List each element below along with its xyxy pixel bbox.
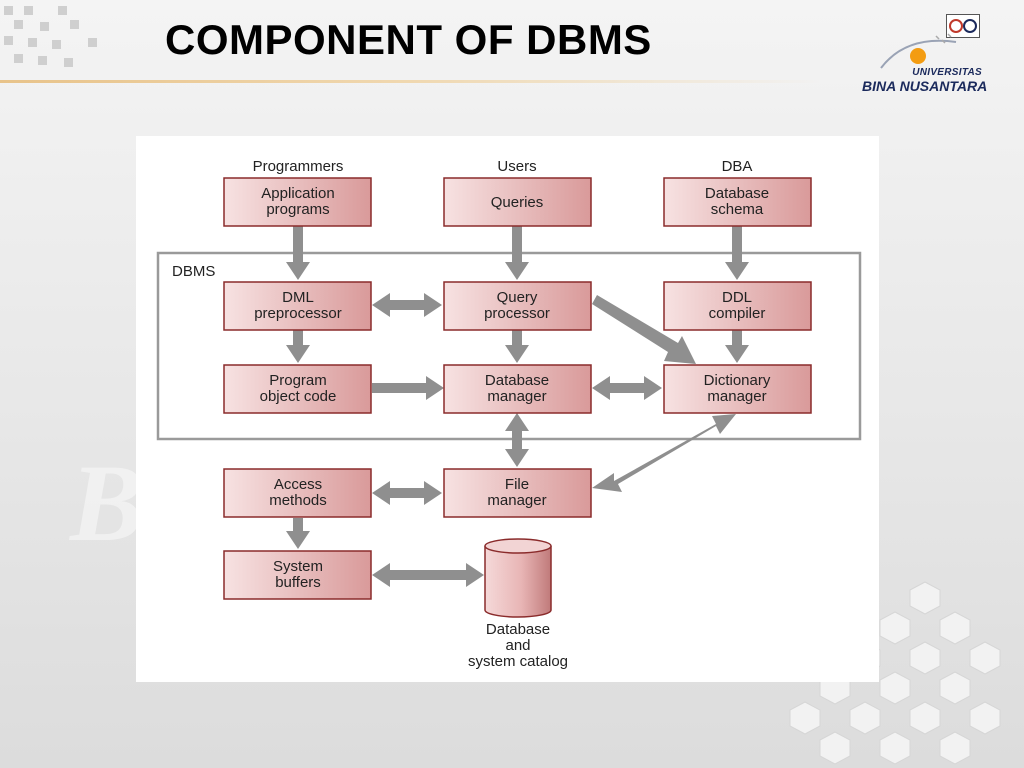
- arrow-am-fm: [372, 481, 442, 505]
- label-dictionary-manager-2: manager: [707, 388, 766, 405]
- database-cylinder-icon: [484, 538, 552, 618]
- actor-programmers: Programmers: [253, 158, 344, 175]
- box-program-object-code: [223, 364, 372, 414]
- arrow-qp-to-dict: [592, 295, 696, 364]
- label-dictionary-manager-1: Dictionary: [704, 372, 771, 389]
- label-application-programs-2: programs: [266, 201, 329, 218]
- label-storage-3: system catalog: [468, 653, 568, 670]
- box-dictionary-manager: [663, 364, 812, 414]
- actor-dba: DBA: [722, 158, 753, 175]
- label-dml-preprocessor-2: preprocessor: [254, 305, 342, 322]
- box-system-buffers: [223, 550, 372, 600]
- logo-swoosh-icon: [880, 33, 957, 69]
- label-system-buffers-2: buffers: [275, 574, 321, 591]
- label-queries: Queries: [491, 194, 544, 211]
- box-access-methods: [223, 468, 372, 518]
- label-file-manager-1: File: [505, 476, 529, 493]
- label-database-manager-2: manager: [487, 388, 546, 405]
- label-dml-preprocessor-1: DML: [282, 289, 314, 306]
- logo-text-name: BINA NUSANTARA: [862, 78, 988, 94]
- arrow-am-to-sb: [286, 518, 310, 549]
- slide-title: COMPONENT OF DBMS: [165, 16, 652, 63]
- box-database-manager: [443, 364, 592, 414]
- label-database-schema-2: schema: [711, 201, 764, 218]
- arrow-poc-to-dbm: [372, 376, 444, 400]
- label-system-buffers-1: System: [273, 558, 323, 575]
- certification-badge-icon: [946, 14, 980, 38]
- label-storage-2: and: [505, 637, 530, 654]
- arrow-app-to-dml: [286, 226, 310, 280]
- dbms-boundary: [156, 251, 862, 441]
- arrow-dbm-dict: [592, 376, 662, 400]
- logo-text-universitas: UNIVERSITAS: [912, 67, 982, 78]
- label-query-processor-2: processor: [484, 305, 550, 322]
- arrow-schema-to-ddl: [725, 226, 749, 280]
- label-file-manager-2: manager: [487, 492, 546, 509]
- arrow-dict-fm: [592, 414, 736, 492]
- arrow-qp-to-dbm: [505, 330, 529, 363]
- arrow-sb-db: [372, 563, 484, 587]
- box-dml-preprocessor: [223, 281, 372, 331]
- arrow-ddl-to-dict: [725, 330, 749, 363]
- diagram-canvas: DBMS Programmers Users DBA: [156, 158, 862, 670]
- box-query-processor: [443, 281, 592, 331]
- label-program-object-code-1: Program: [269, 372, 327, 389]
- dbms-component-diagram: DBMS Programmers Users DBA: [136, 136, 879, 682]
- label-program-object-code-2: object code: [260, 388, 337, 405]
- label-application-programs-1: Application: [261, 185, 334, 202]
- arrows: [286, 226, 749, 587]
- university-logo: UNIVERSITAS BINA NUSANTARA: [860, 12, 1010, 94]
- box-ddl-compiler: [663, 281, 812, 331]
- arrow-queries-to-qp: [505, 226, 529, 280]
- title-underline: [0, 80, 1024, 83]
- label-access-methods-2: methods: [269, 492, 327, 509]
- label-query-processor-1: Query: [497, 289, 538, 306]
- box-application-programs: [223, 177, 372, 227]
- box-file-manager: [443, 468, 592, 518]
- dbms-label: DBMS: [172, 263, 215, 280]
- actor-users: Users: [497, 158, 536, 175]
- label-database-schema-1: Database: [705, 185, 769, 202]
- label-ddl-compiler-1: DDL: [722, 289, 752, 306]
- arrow-dml-to-poc: [286, 330, 310, 363]
- arrow-dbm-fm: [505, 413, 529, 467]
- label-database-manager-1: Database: [485, 372, 549, 389]
- label-access-methods-1: Access: [274, 476, 322, 493]
- label-storage-1: Database: [486, 621, 550, 638]
- box-queries: [443, 177, 592, 227]
- decorative-squares: [0, 0, 110, 80]
- label-ddl-compiler-2: compiler: [709, 305, 766, 322]
- arrow-dml-qp: [372, 293, 442, 317]
- box-database-schema: [663, 177, 812, 227]
